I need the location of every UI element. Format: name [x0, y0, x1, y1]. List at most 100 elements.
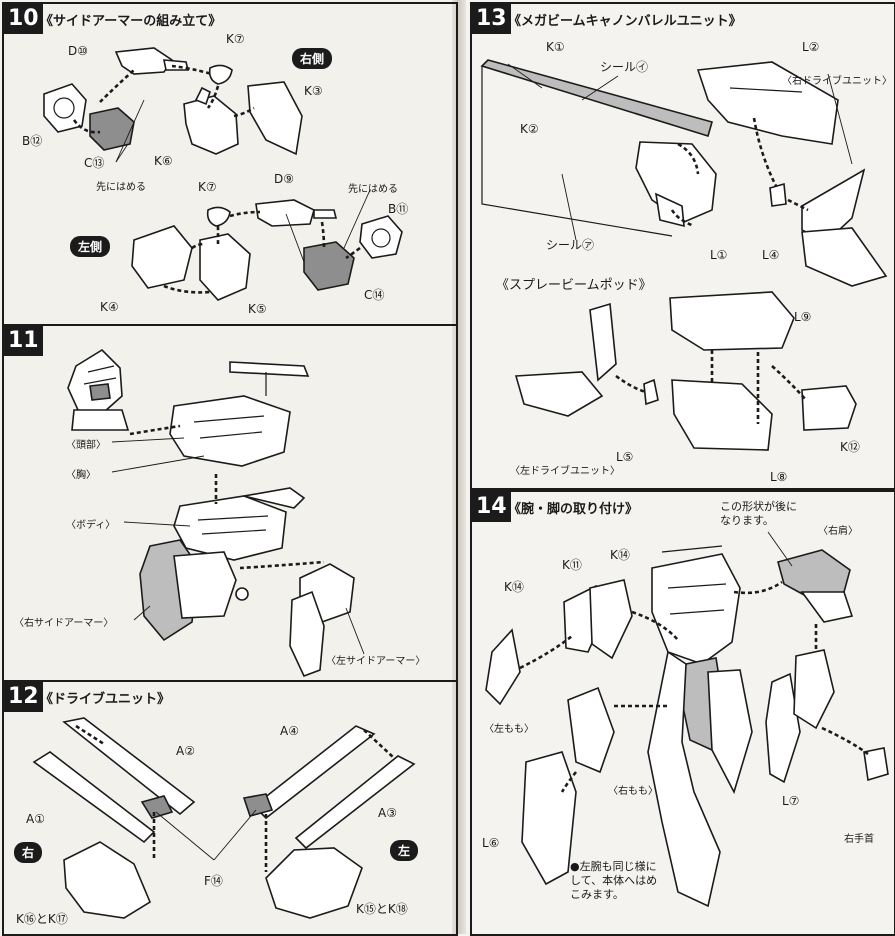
step-10-title: 《サイドアーマーの組み立て》 — [40, 14, 222, 29]
right-arm-part — [793, 649, 835, 730]
part-label: B⑫ — [22, 134, 43, 148]
b11-part — [359, 215, 403, 259]
spray-wing-part — [589, 302, 617, 382]
head-part — [67, 348, 123, 413]
part-label: K⑮とK⑱ — [356, 902, 408, 916]
d9-part — [255, 199, 315, 227]
k14-part-b — [589, 579, 633, 660]
part-label: L⑧ — [770, 470, 788, 484]
part-label: K⑫ — [840, 440, 860, 454]
left-arm-note: ●左腕も同じ様に して、本体へはめ こみます。 — [570, 860, 658, 901]
part-label: K⑭ — [610, 548, 630, 562]
right-side-badge: 右側 — [292, 48, 333, 69]
part-label: K⑦ — [198, 180, 217, 194]
leg-part — [647, 650, 721, 908]
l4-part — [769, 182, 787, 207]
k4-part — [131, 225, 193, 289]
part-label: L⑨ — [794, 310, 812, 324]
k7-joint-right — [208, 64, 233, 85]
part-label: K⑯とK⑰ — [16, 912, 68, 926]
step-10-illustration — [43, 47, 403, 301]
f14-part-left — [242, 793, 274, 817]
spray-beam-pod-title: 《スプレービームポッド》 — [496, 278, 652, 293]
page-fold — [452, 0, 466, 934]
right-wrist-part — [863, 747, 889, 782]
part-label: K⑭ — [504, 580, 524, 594]
step-12-panel: 12 《ドライブユニット》 A② A① A④ A③ F⑭ 右 左 K⑯とK⑰ K… — [2, 680, 458, 936]
left-thigh-part — [567, 686, 615, 774]
part-label: L① — [710, 248, 728, 262]
part-label: シール㋐ — [546, 238, 595, 252]
k6-part — [183, 95, 239, 155]
part-label: C⑬ — [84, 156, 105, 170]
part-label: K① — [546, 40, 565, 54]
part-label: K⑦ — [226, 32, 245, 46]
part-label: D⑩ — [68, 44, 88, 58]
shape-note: この形状が後に なります。 — [720, 500, 797, 527]
chest-label: 〈胸〉 — [66, 470, 96, 481]
part-note: 先にはめる — [96, 182, 146, 193]
right-wrist-label: 右手首 — [844, 834, 874, 845]
l9-part — [669, 291, 795, 351]
part-label: C⑭ — [364, 288, 385, 302]
part-label: B⑪ — [388, 202, 409, 216]
d10-part — [114, 47, 174, 75]
c14-part — [303, 241, 355, 291]
part-label: F⑭ — [204, 874, 223, 888]
k3-part — [247, 81, 303, 156]
step-11-panel: 11 — [2, 324, 458, 682]
l2-part — [696, 61, 839, 145]
l5-part — [643, 378, 659, 406]
chest-part — [169, 395, 291, 467]
step-13-number: 13 — [472, 4, 511, 34]
k16-k17-part — [63, 841, 152, 919]
part-label: L④ — [762, 248, 780, 262]
part-label: K③ — [304, 84, 323, 98]
k14-arm-part — [485, 628, 521, 706]
part-label: K⑤ — [248, 302, 267, 316]
part-label: K② — [520, 122, 539, 136]
part-label: D⑨ — [274, 172, 294, 186]
step-12-title: 《ドライブユニット》 — [40, 692, 171, 707]
part-label: L⑤ — [616, 450, 634, 464]
a4-part — [252, 725, 376, 820]
part-label: A② — [176, 744, 195, 758]
right-thigh-label: 〈右もも〉 — [608, 786, 658, 797]
k7-joint-left — [206, 206, 231, 227]
left-drive-unit-part — [514, 371, 604, 417]
a1-part — [32, 751, 156, 844]
right-badge: 右 — [14, 842, 43, 863]
step-10-panel: 10 《サイドアーマーの組み立て》 — [2, 2, 458, 326]
body-label: 〈ボディ〉 — [66, 520, 116, 531]
part-label: L⑦ — [782, 794, 800, 808]
step-13-panel: 13 《メガビームキャノンバレルユニット》 — [470, 2, 895, 490]
k1-barrel-part — [480, 59, 713, 138]
part-label: L⑥ — [482, 836, 500, 850]
l1-part — [635, 141, 717, 223]
a3-part — [294, 755, 416, 850]
part-note: 先にはめる — [348, 184, 398, 195]
part-label: L② — [802, 40, 820, 54]
k15-k18-part — [265, 847, 363, 919]
part-label: シール㋑ — [600, 60, 649, 74]
step-14-number: 14 — [472, 492, 511, 522]
left-badge: 左 — [390, 840, 419, 861]
c13-part — [89, 107, 135, 151]
step-12-illustration — [32, 717, 416, 919]
step-14-title: 《腕・脚の取り付け》 — [508, 502, 639, 517]
part-label: K⑪ — [562, 558, 582, 572]
part-label: K⑥ — [154, 154, 173, 168]
step-11-number: 11 — [4, 326, 43, 356]
body-part — [173, 495, 287, 561]
step-13-title: 《メガビームキャノンバレルユニット》 — [508, 14, 742, 29]
left-thigh-label: 〈左もも〉 — [484, 724, 534, 735]
f14-part-right — [140, 795, 174, 819]
step-10-number: 10 — [4, 4, 43, 34]
l7-part — [765, 672, 801, 784]
l6-part — [521, 751, 577, 886]
l8-part — [671, 379, 773, 451]
left-side-armor-label: 〈左サイドアーマー〉 — [326, 656, 426, 667]
part-label: K④ — [100, 300, 119, 314]
k5-part — [199, 233, 251, 301]
